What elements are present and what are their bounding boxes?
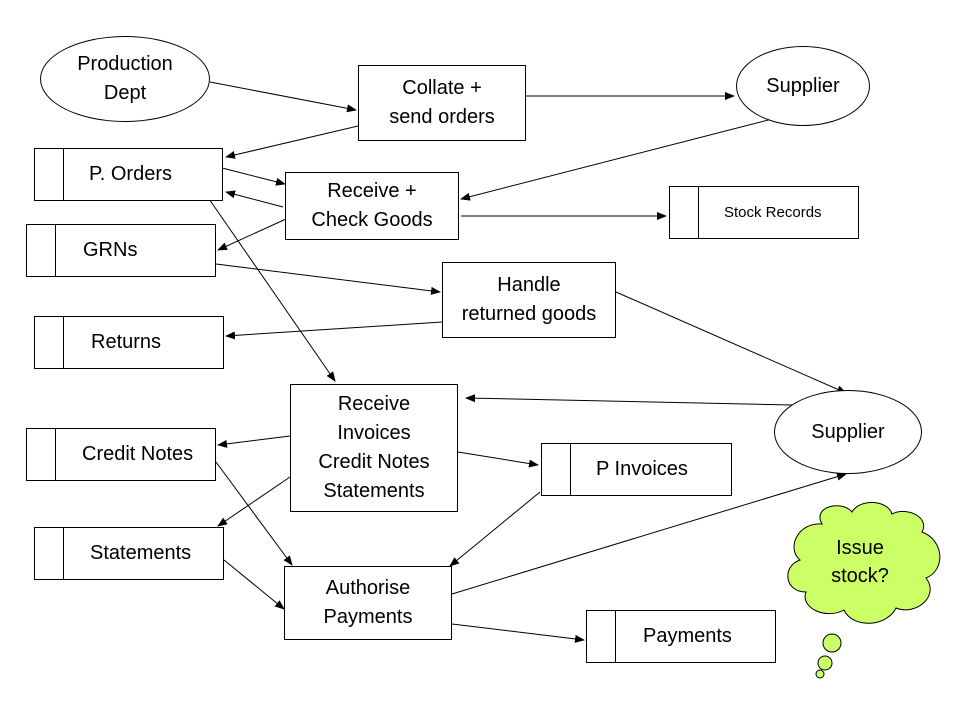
store-p-invoices[interactable]: P Invoices xyxy=(541,443,732,496)
thought-cloud xyxy=(787,502,941,679)
authorise-payments-process[interactable]: Authorise Payments xyxy=(284,566,452,640)
store-grns-label: GRNs xyxy=(83,239,138,261)
flow-supplier-to-receive-invoices xyxy=(465,394,793,406)
store-credit-notes-label: Credit Notes xyxy=(82,443,194,465)
store-statements[interactable]: Statements xyxy=(34,527,224,580)
flow-receive-check-to-grns xyxy=(217,218,287,251)
thought-bubble-large xyxy=(822,633,842,653)
handle-returned-goods-label: Handle returned goods xyxy=(461,274,597,325)
supplier-top-label: Supplier xyxy=(766,74,840,97)
supplier-entity-top[interactable]: Supplier xyxy=(736,46,870,126)
production-dept-label: Production Dept xyxy=(77,53,173,104)
flow-credit-notes-to-authorise xyxy=(215,461,293,566)
flow-authorise-to-supplier xyxy=(451,472,847,595)
store-statements-label: Statements xyxy=(90,542,192,564)
thought-bubble-medium xyxy=(817,655,833,671)
receive-check-goods-process[interactable]: Receive + Check Goods xyxy=(285,172,459,240)
store-grns[interactable]: GRNs xyxy=(26,224,216,277)
store-tab xyxy=(542,444,571,495)
store-stock-records-label: Stock Records xyxy=(724,204,822,221)
supplier-entity-mid[interactable]: Supplier xyxy=(774,390,922,474)
store-stock-records[interactable]: Stock Records xyxy=(669,186,859,239)
store-p-invoices-label: P Invoices xyxy=(596,458,688,480)
flow-porders-to-receive-invoices xyxy=(206,195,336,382)
store-returns-label: Returns xyxy=(91,331,162,353)
flow-grns-to-handle-returns xyxy=(215,263,441,295)
store-tab xyxy=(27,429,56,480)
store-p-orders-label: P. Orders xyxy=(89,163,172,185)
flow-handle-returns-to-returns xyxy=(225,321,443,340)
store-tab xyxy=(35,317,64,368)
flow-p-invoices-to-authorise xyxy=(449,491,541,567)
store-tab xyxy=(35,149,64,200)
store-tab xyxy=(35,528,64,579)
collate-send-orders-label: Collate + send orders xyxy=(389,77,495,128)
flow-supplier-to-receive-check xyxy=(460,117,777,201)
flow-authorise-to-payments xyxy=(451,623,585,643)
store-payments[interactable]: Payments xyxy=(586,610,776,663)
flow-receive-invoices-to-p-invoices xyxy=(457,451,539,468)
store-tab xyxy=(27,225,56,276)
flow-porders-to-receive-check xyxy=(221,167,286,186)
flow-statements-to-authorise xyxy=(223,559,285,610)
store-credit-notes[interactable]: Credit Notes xyxy=(26,428,216,481)
handle-returned-goods-process[interactable]: Handle returned goods xyxy=(442,262,616,338)
supplier-mid-label: Supplier xyxy=(811,420,885,443)
receive-invoices-process[interactable]: Receive Invoices Credit Notes Statements xyxy=(290,384,458,512)
store-returns[interactable]: Returns xyxy=(34,316,224,369)
collate-send-orders-process[interactable]: Collate + send orders xyxy=(358,65,526,141)
authorise-payments-label: Authorise Payments xyxy=(323,577,413,628)
store-p-orders[interactable]: P. Orders xyxy=(34,148,223,201)
flow-receive-check-to-porders xyxy=(225,190,284,208)
flow-handle-returns-to-supplier xyxy=(615,291,847,394)
receive-check-goods-label: Receive + Check Goods xyxy=(311,180,433,231)
store-tab xyxy=(587,611,616,662)
receive-invoices-label: Receive Invoices Credit Notes Statements xyxy=(318,393,430,502)
store-tab xyxy=(670,187,699,238)
production-dept-entity[interactable]: Production Dept xyxy=(40,36,210,122)
flow-receive-invoices-to-credit-notes xyxy=(217,435,291,448)
store-payments-label: Payments xyxy=(643,625,732,647)
flow-receive-invoices-to-statements xyxy=(217,476,291,527)
thought-bubble-small xyxy=(815,669,825,679)
flow-collate-to-porders xyxy=(225,125,359,159)
flow-production-to-collate xyxy=(209,81,357,113)
issue-stock-callout-text: Issue stock? xyxy=(831,537,889,587)
